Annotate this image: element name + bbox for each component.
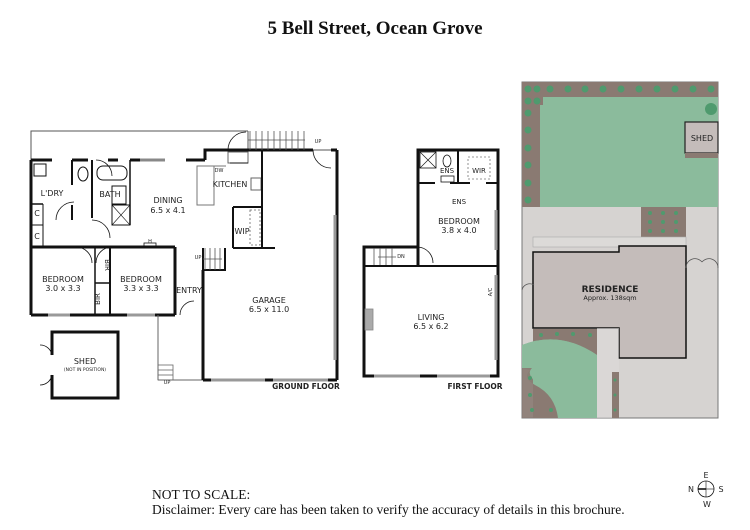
label-ac: A/C bbox=[488, 287, 494, 296]
compass-e: E bbox=[703, 471, 708, 480]
label-dishwasher: DW bbox=[215, 168, 224, 174]
room-bedroom-2: BEDROOM bbox=[120, 275, 162, 284]
ground-floor-plan bbox=[29, 130, 339, 400]
room-kitchen: KITCHEN bbox=[213, 180, 248, 189]
room-cupboard-1: C bbox=[34, 209, 40, 218]
room-bath: BATH bbox=[99, 190, 120, 199]
site-residence-label: RESIDENCE bbox=[582, 285, 639, 295]
room-garage-size: 6.5 x 11.0 bbox=[249, 305, 289, 314]
room-laundry: L'DRY bbox=[41, 189, 64, 198]
room-living-size: 6.5 x 6.2 bbox=[413, 322, 448, 331]
page-title: 5 Bell Street, Ocean Grove bbox=[267, 18, 483, 39]
room-dining-size: 6.5 x 4.1 bbox=[150, 206, 185, 215]
footer: NOT TO SCALE: Disclaimer: Every care has… bbox=[152, 487, 625, 517]
room-wir: WIR bbox=[472, 167, 486, 175]
room-bir-1: BIR bbox=[103, 259, 111, 271]
room-bedroom-1: BEDROOM bbox=[42, 275, 84, 284]
room-entry: ENTRY bbox=[176, 286, 202, 295]
compass-icon: E N S W bbox=[688, 471, 724, 509]
room-wip: WIP bbox=[234, 227, 249, 236]
label-heater: H bbox=[148, 239, 152, 245]
site-residence-area: Approx. 138sqm bbox=[583, 294, 636, 302]
disclaimer: Disclaimer: Every care has been taken to… bbox=[152, 502, 625, 517]
room-dining: DINING bbox=[153, 196, 182, 205]
room-cupboard-2: C bbox=[34, 232, 40, 241]
stair-up-2: UP bbox=[195, 255, 202, 261]
ground-floor-label: GROUND FLOOR bbox=[272, 382, 340, 391]
room-bedroom-2-size: 3.3 x 3.3 bbox=[123, 284, 158, 293]
site-plan bbox=[521, 81, 719, 419]
first-floor-label: FIRST FLOOR bbox=[448, 382, 503, 391]
room-bedroom-main: BEDROOM bbox=[438, 217, 480, 226]
first-floor-plan bbox=[362, 148, 500, 378]
compass-w: W bbox=[703, 500, 711, 509]
stair-up-3: UP bbox=[164, 380, 171, 386]
room-garage: GARAGE bbox=[252, 296, 286, 305]
site-shed-label: SHED bbox=[691, 134, 713, 143]
stair-down: DN bbox=[397, 254, 405, 260]
room-ensuite-small: ENS bbox=[440, 167, 455, 175]
room-bedroom-main-size: 3.8 x 4.0 bbox=[441, 226, 476, 235]
compass-s: S bbox=[718, 485, 723, 494]
room-shed-note: (NOT IN POSITION) bbox=[64, 367, 106, 373]
room-ensuite: ENS bbox=[452, 198, 467, 206]
room-living: LIVING bbox=[418, 313, 445, 322]
room-shed: SHED bbox=[74, 357, 96, 366]
room-bir-2: BIR bbox=[94, 293, 102, 305]
stair-up-1: UP bbox=[315, 139, 322, 145]
scale-note: NOT TO SCALE: bbox=[152, 487, 251, 502]
room-bedroom-1-size: 3.0 x 3.3 bbox=[45, 284, 80, 293]
compass-n: N bbox=[688, 485, 694, 494]
